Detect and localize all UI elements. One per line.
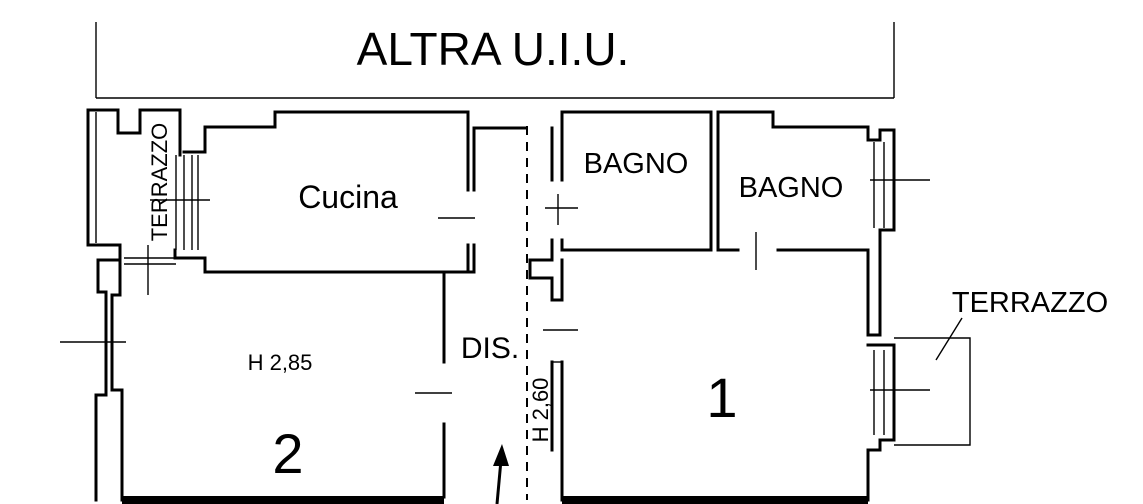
bagno-left-label: BAGNO bbox=[584, 148, 689, 180]
terrazzo-left-label: TERRAZZO bbox=[147, 123, 172, 242]
height-room2-label: H 2,85 bbox=[248, 350, 313, 375]
left-terrace-outline bbox=[86, 108, 210, 295]
cucina-label: Cucina bbox=[298, 179, 398, 215]
bagno-right-label: BAGNO bbox=[739, 172, 844, 204]
cucina-walls bbox=[173, 110, 475, 274]
entrance-arrow-icon bbox=[493, 444, 509, 504]
room-2-walls bbox=[60, 258, 126, 502]
bagno-left-walls bbox=[528, 110, 713, 302]
corridor-walls bbox=[415, 126, 578, 500]
height-dis-label: H 2,60 bbox=[528, 378, 553, 443]
bottom-wall bbox=[122, 496, 868, 504]
altra-uiu-label: ALTRA U.I.U. bbox=[357, 23, 630, 75]
room-2-number: 2 bbox=[272, 422, 303, 485]
room-1-number: 1 bbox=[706, 366, 737, 429]
right-terrace-outline bbox=[894, 317, 971, 446]
bagno-right-walls bbox=[716, 110, 870, 270]
dis-label: DIS. bbox=[461, 332, 519, 365]
altra-uiu-boundary bbox=[95, 22, 895, 99]
room-1-walls bbox=[550, 128, 930, 502]
terrazzo-right-label: TERRAZZO bbox=[952, 287, 1108, 319]
